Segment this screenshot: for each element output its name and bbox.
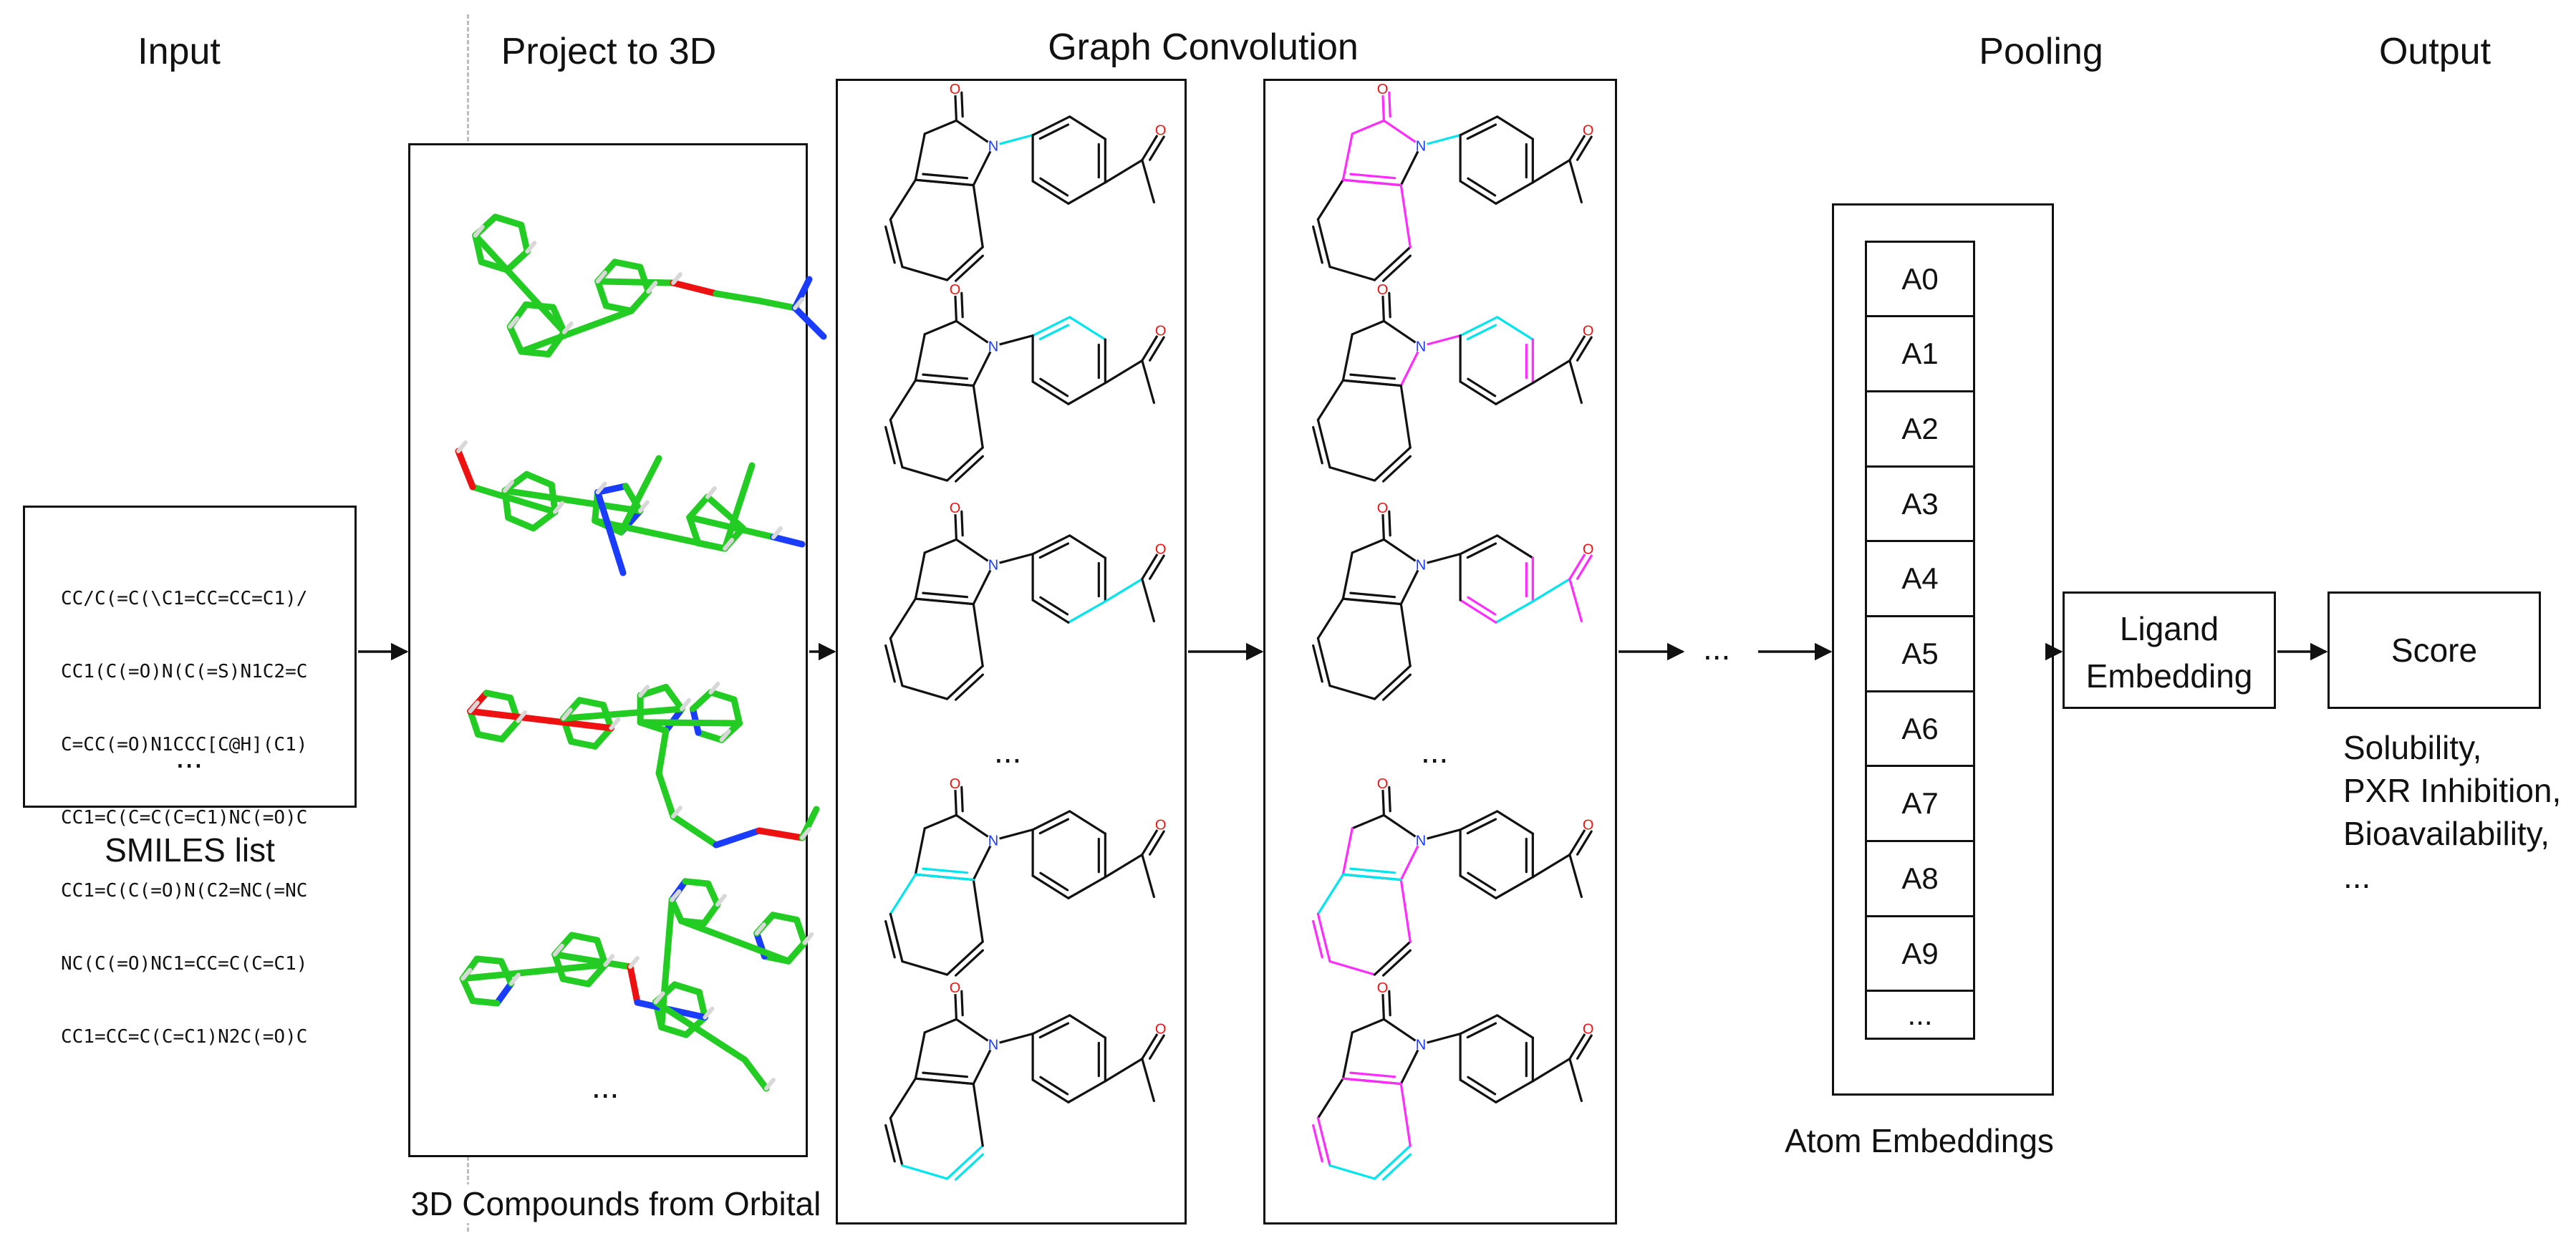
svg-text:O: O [950, 980, 961, 996]
molecule-2d: N O O [1312, 501, 1595, 701]
project-3d-caption: 3D Compounds from Orbital [387, 1184, 845, 1223]
property-bioavailability: Bioavailability, [2343, 815, 2550, 852]
smiles-line: CC1=CC=C(C=C1)N2C(=O)C [61, 1026, 308, 1048]
svg-text:N: N [1416, 339, 1426, 354]
molecule-3d [455, 440, 806, 576]
between-ellipsis: ... [1703, 629, 1731, 667]
svg-text:O: O [1377, 82, 1389, 97]
smiles-list-caption: SMILES list [105, 831, 275, 869]
smiles-line: C=CC(=O)N1CCC[C@H](C1) [61, 734, 308, 755]
molecule-2d: N O O [1312, 980, 1595, 1181]
property-solubility: Solubility, [2343, 729, 2482, 766]
svg-text:O: O [1583, 817, 1594, 833]
molecule-3d [467, 681, 820, 849]
svg-text:N: N [988, 339, 998, 354]
svg-text:N: N [1416, 1037, 1426, 1053]
atom-cell-a1: A1 [1867, 317, 1973, 392]
svg-text:N: N [1416, 557, 1426, 573]
project-3d-ellipsis: ... [592, 1068, 619, 1105]
svg-text:O: O [1583, 323, 1594, 339]
score-box: Score [2327, 591, 2541, 709]
svg-text:N: N [1416, 138, 1426, 154]
header-input: Input [138, 31, 221, 72]
svg-text:O: O [1377, 501, 1389, 516]
svg-text:O: O [1583, 122, 1594, 138]
svg-text:O: O [950, 776, 961, 792]
molecule-3d [472, 213, 827, 358]
molecule-2d: N O O [1312, 82, 1595, 282]
ligand-embedding-box: Ligand Embedding [2063, 591, 2276, 709]
score-label: Score [2391, 632, 2478, 669]
svg-text:O: O [950, 282, 961, 298]
svg-text:N: N [988, 1037, 998, 1053]
header-project-to-3d: Project to 3D [501, 31, 717, 72]
smiles-input-box: CC/C(=C(\C1=CC=CC=C1)/ CC1(C(=O)N(C(=S)N… [23, 506, 357, 1048]
header-output: Output [2378, 31, 2491, 72]
smiles-line: NC(C(=O)NC1=CC=C(C=C1) [61, 953, 308, 975]
svg-text:O: O [950, 501, 961, 516]
atom-embeddings-list: A0 A1 A2 A3 A4 A5 A6 A7 A8 A9 ... [1865, 241, 1975, 1040]
property-ellipsis: ... [2343, 858, 2371, 895]
smiles-line: CC1=C(C=C(C=C1)NC(=O)C [61, 807, 308, 829]
molecule-2d: N O O [884, 82, 1167, 282]
header-graph-convolution: Graph Convolution [1048, 26, 1359, 68]
svg-text:O: O [1155, 1021, 1167, 1037]
svg-text:O: O [1583, 541, 1594, 557]
graph-conv-2-ellipsis: ... [1421, 733, 1449, 770]
atom-cell-a7: A7 [1867, 767, 1973, 842]
atom-cell-a9: A9 [1867, 917, 1973, 992]
molecule-3d [459, 878, 814, 1092]
project-3d-box [408, 143, 808, 1157]
output-properties: Solubility, PXR Inhibition, Bioavailabil… [2343, 726, 2561, 898]
smiles-ellipsis: ... [175, 738, 203, 775]
atom-cell-a8: A8 [1867, 842, 1973, 917]
svg-text:O: O [1377, 980, 1389, 996]
smiles-line: CC1=C(C(=O)N(C2=NC(=NC [61, 880, 308, 902]
atom-cell-a6: A6 [1867, 692, 1973, 767]
atom-cell-a4: A4 [1867, 542, 1973, 617]
molecule-2d: N O O [1312, 282, 1595, 483]
smiles-line: CC/C(=C(\C1=CC=CC=C1)/ [61, 588, 308, 609]
atom-cell-a3: A3 [1867, 468, 1973, 542]
smiles-lines: CC/C(=C(\C1=CC=CC=C1)/ CC1(C(=O)N(C(=S)N… [61, 538, 307, 1098]
property-pxr-inhibition: PXR Inhibition, [2343, 772, 2562, 809]
atom-embeddings-caption: Atom Embeddings [1785, 1122, 2054, 1159]
ligand-embedding-line1: Ligand [2119, 610, 2219, 647]
graph-conv-1-ellipsis: ... [994, 733, 1022, 770]
atom-cell-a2: A2 [1867, 392, 1973, 468]
header-pooling: Pooling [1979, 31, 2103, 72]
svg-text:O: O [1155, 817, 1167, 833]
atom-cell-a0: A0 [1867, 243, 1973, 317]
atom-cell-ellipsis: ... [1907, 998, 1933, 1031]
svg-text:O: O [1155, 541, 1167, 557]
svg-text:N: N [988, 557, 998, 573]
atom-cell-a5: A5 [1867, 617, 1973, 692]
svg-text:O: O [1155, 122, 1167, 138]
molecule-2d: N O O [884, 282, 1167, 483]
ligand-embedding-line2: Embedding [2085, 657, 2253, 695]
molecule-2d: N O O [884, 980, 1167, 1181]
smiles-line: CC1(C(=O)N(C(=S)N1C2=C [61, 661, 308, 682]
molecule-2d: N O O [1312, 776, 1595, 977]
svg-text:O: O [1377, 776, 1389, 792]
svg-text:N: N [988, 833, 998, 849]
svg-text:N: N [988, 138, 998, 154]
molecule-2d: N O O [884, 776, 1167, 977]
svg-text:O: O [950, 82, 961, 97]
svg-text:O: O [1377, 282, 1389, 298]
svg-text:N: N [1416, 833, 1426, 849]
svg-text:O: O [1583, 1021, 1594, 1037]
molecule-2d: N O O [884, 501, 1167, 701]
svg-text:O: O [1155, 323, 1167, 339]
